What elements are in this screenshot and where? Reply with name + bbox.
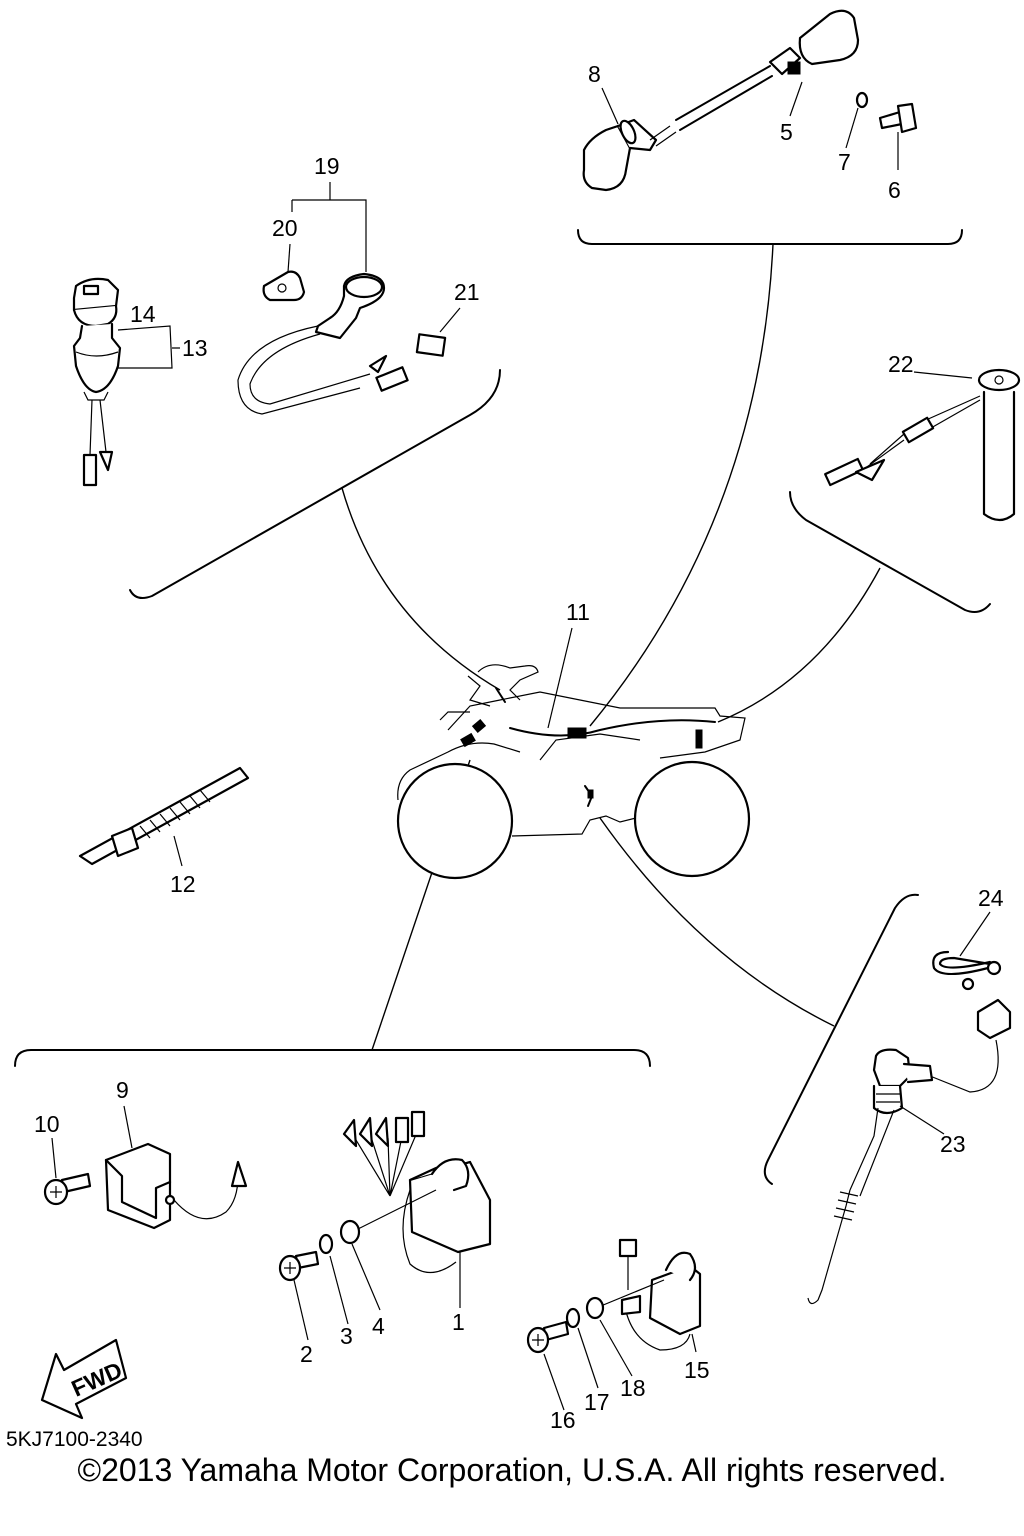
leader-right [717, 567, 881, 723]
bolt-6 [878, 102, 918, 134]
bracket-right [789, 491, 991, 613]
main-switch-13 [72, 277, 122, 487]
callout-24: 24 [978, 885, 1004, 911]
callout-19: 19 [314, 153, 340, 179]
callout-10: 10 [34, 1111, 60, 1137]
callout-2: 2 [300, 1341, 313, 1367]
sensor-22 [824, 368, 1021, 522]
callout-12: 12 [170, 871, 196, 897]
callout-6: 6 [888, 177, 901, 203]
clamp-24 [932, 950, 1002, 991]
washer-3 [318, 1233, 334, 1255]
callout-16: 16 [550, 1407, 576, 1433]
atv-silhouette [396, 664, 751, 880]
screw-10 [43, 1172, 92, 1206]
cable-tie-12 [78, 766, 250, 866]
bracket-bottom-left [14, 1049, 651, 1067]
callout-8: 8 [588, 61, 601, 87]
callout-numbers: 8 5 7 6 19 20 21 14 13 22 11 12 9 10 1 4… [34, 61, 1004, 1433]
washer-18 [585, 1296, 605, 1320]
washer-4 [339, 1219, 361, 1245]
callout-7: 7 [838, 149, 851, 175]
plug-cap-19 [237, 270, 409, 415]
diagram-code: 5KJ7100-2340 [6, 1428, 143, 1451]
leader-bottom-right [599, 817, 835, 1027]
screw-2 [278, 1250, 320, 1282]
callout-14: 14 [130, 301, 156, 327]
cable-assembly-8 [582, 9, 860, 192]
callout-1: 1 [452, 1309, 465, 1335]
callout-21: 21 [454, 279, 480, 305]
callout-leaders [51, 81, 991, 1411]
washer-7 [855, 91, 869, 109]
bracket-top-right [577, 229, 963, 245]
fwd-arrow-icon: FWD [40, 1338, 128, 1420]
washer-17 [565, 1307, 581, 1329]
callout-15: 15 [684, 1357, 710, 1383]
screw-16 [526, 1320, 570, 1354]
leader-top-right [589, 243, 774, 727]
copyright-notice: ©2013 Yamaha Motor Corporation, U.S.A. A… [77, 1452, 947, 1488]
callout-23: 23 [940, 1131, 966, 1157]
callout-22: 22 [888, 351, 914, 377]
callout-17: 17 [584, 1389, 610, 1415]
callout-11: 11 [566, 599, 590, 625]
cdi-holder-9 [104, 1142, 248, 1230]
callout-20: 20 [272, 215, 298, 241]
callout-4: 4 [372, 1313, 385, 1339]
callout-9: 9 [116, 1077, 129, 1103]
bracket-bottom-right [763, 893, 919, 1185]
switch-23 [807, 998, 1012, 1305]
ignition-coil-15 [595, 1238, 702, 1351]
callout-18: 18 [620, 1375, 646, 1401]
label-21 [415, 333, 447, 357]
bracket-top-left [129, 369, 501, 599]
callout-3: 3 [340, 1323, 353, 1349]
cdi-unit-1 [342, 1110, 492, 1274]
callout-5: 5 [780, 119, 793, 145]
leader-top-left [341, 487, 501, 691]
callout-13: 13 [182, 335, 208, 361]
